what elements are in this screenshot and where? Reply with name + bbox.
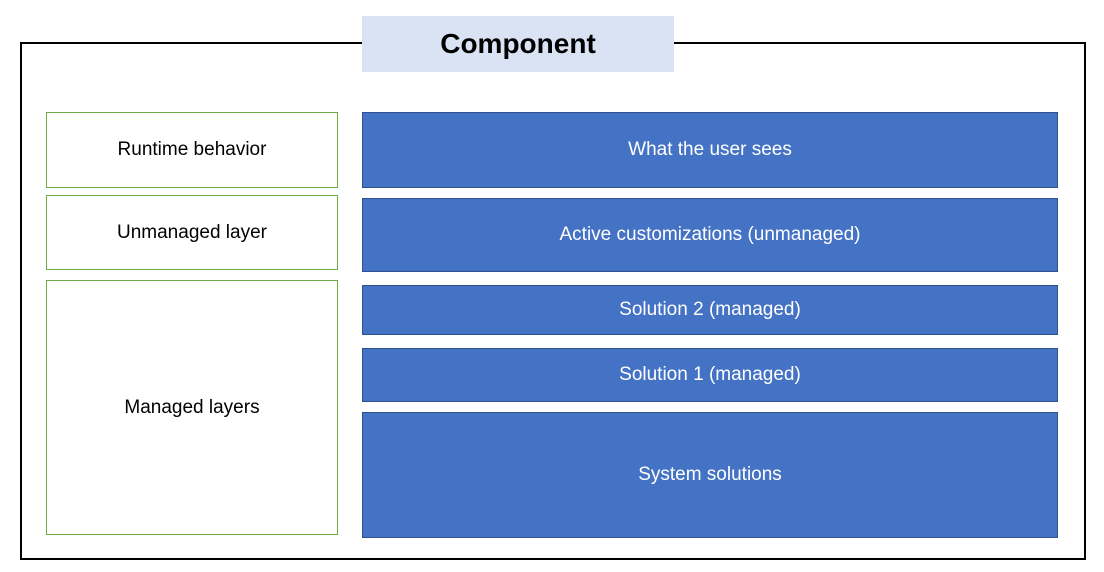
label-runtime-behavior: Runtime behavior xyxy=(117,139,267,160)
diagram-title-box: Component xyxy=(362,16,674,72)
label-managed-layers: Managed layers xyxy=(124,396,260,418)
label-unmanaged-layer: Unmanaged layer xyxy=(117,221,267,243)
label-box-unmanaged-layer: Unmanaged layer xyxy=(46,195,338,270)
layer-label-system-solutions: System solutions xyxy=(638,464,782,485)
layer-box-active-customizations: Active customizations (unmanaged) xyxy=(362,198,1058,272)
layer-label-active-customizations: Active customizations (unmanaged) xyxy=(559,224,861,245)
layer-label-solution-1: Solution 1 (managed) xyxy=(619,364,801,385)
layer-label-what-the-user-sees: What the user sees xyxy=(628,139,792,160)
label-box-managed-layers: Managed layers xyxy=(46,280,338,535)
layer-label-solution-2: Solution 2 (managed) xyxy=(619,299,801,320)
diagram-title: Component xyxy=(440,28,596,59)
layer-box-what-the-user-sees: What the user sees xyxy=(362,112,1058,188)
label-box-runtime-behavior: Runtime behavior xyxy=(46,112,338,188)
layer-box-solution-1: Solution 1 (managed) xyxy=(362,348,1058,402)
layer-box-solution-2: Solution 2 (managed) xyxy=(362,285,1058,335)
layer-box-system-solutions: System solutions xyxy=(362,412,1058,538)
